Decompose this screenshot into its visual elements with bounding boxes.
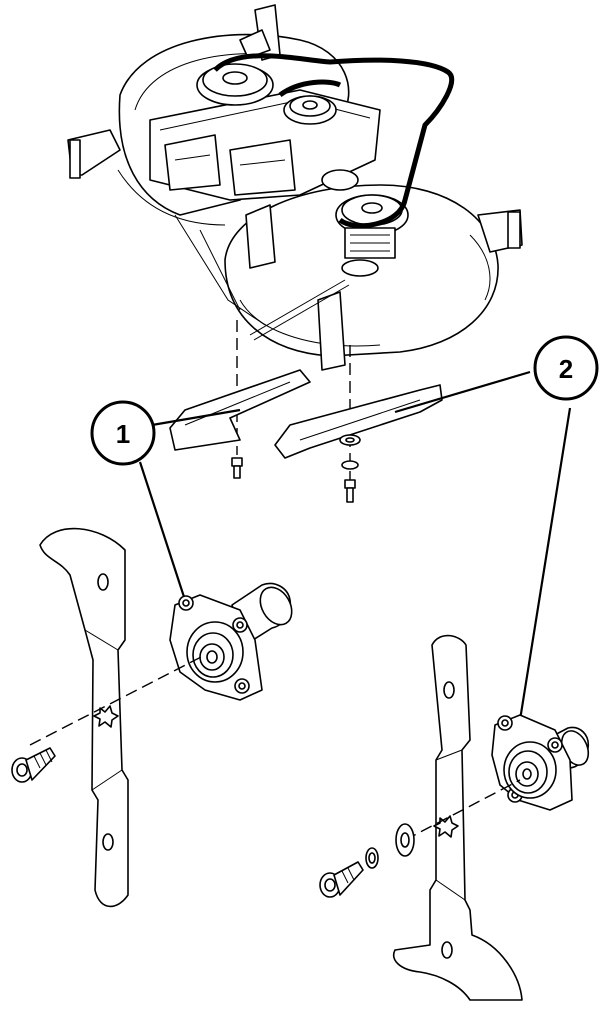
right-deck-blade (274, 384, 443, 459)
right-blade-bottom-hole (441, 941, 453, 959)
right-blade-washer-large (395, 823, 415, 857)
right-spindle-assembly (491, 714, 590, 811)
callout-1-label: 1 (116, 419, 130, 449)
right-deck-blade-washer-bolt (339, 434, 361, 503)
right-blade-centerline (404, 779, 521, 841)
left-blade-star-hole (93, 705, 119, 728)
callout-2: 2 (533, 335, 599, 401)
right-blade-lock-washer (365, 847, 379, 869)
mower-deck-assembly (67, 4, 523, 371)
right-blade-top-hole (443, 681, 455, 699)
callout-2-leader-blade (394, 370, 531, 414)
right-blade-bolt (319, 861, 364, 898)
callout-2-label: 2 (559, 354, 573, 384)
left-blade-centerline (29, 654, 206, 746)
left-blade-top-hole (97, 573, 109, 591)
callout-2-leader-spindle (518, 407, 572, 721)
left-blade-bottom-hole (102, 833, 114, 851)
left-deck-blade-bolt (231, 457, 243, 479)
left-blade-bolt (11, 747, 56, 783)
callout-1-leader-spindle (138, 461, 187, 601)
left-spindle-assembly (169, 582, 293, 701)
right-blade-large (393, 634, 523, 1001)
callout-1-leader-blade (151, 408, 241, 427)
left-blade-large (39, 527, 129, 908)
callout-1: 1 (90, 400, 156, 466)
drive-belt (213, 53, 455, 229)
